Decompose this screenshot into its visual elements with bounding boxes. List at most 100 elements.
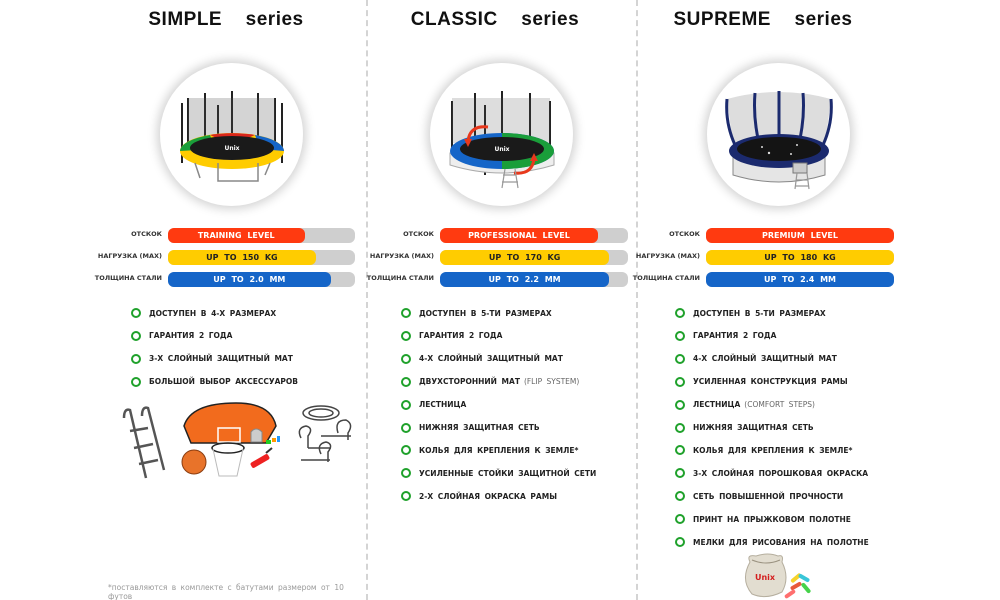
- check-circle-icon: [401, 491, 411, 502]
- feature-item: ДВУХСТОРОННИЙ МАТ(FLIP SYSTEM): [401, 375, 579, 389]
- feature-text: УСИЛЕННАЯ КОНСТРУКЦИЯ РАМЫ: [693, 377, 848, 387]
- check-circle-icon: [401, 468, 411, 479]
- series-suffix: series: [245, 9, 304, 30]
- steel-value: UP TO 2.0 MM: [213, 275, 286, 284]
- feature-text: ЛЕСТНИЦА: [693, 400, 741, 410]
- feature-item: НИЖНЯЯ ЗАЩИТНАЯ СЕТЬ: [675, 421, 814, 435]
- ball-icon: [181, 449, 207, 475]
- feature-item: ПРИНТ НА ПРЫЖКОВОМ ПОЛОТНЕ: [675, 512, 851, 526]
- check-circle-icon: [131, 353, 141, 364]
- chalk-bag-icon: Unix: [738, 548, 818, 600]
- column-divider-1: [366, 0, 368, 600]
- feature-item: ДОСТУПЕН В 4-Х РАЗМЕРАХ: [131, 306, 276, 320]
- spec-label-bounce: ОТСКОК: [131, 230, 162, 238]
- bounce-value: PREMIUM LEVEL: [762, 231, 838, 240]
- check-circle-icon: [401, 308, 411, 318]
- check-circle-icon: [131, 308, 141, 318]
- spec-label-load: НАГРУЗКА (MAX): [97, 252, 162, 260]
- check-circle-icon: [675, 514, 685, 525]
- ladder-icon: [122, 406, 166, 479]
- load-fill: [440, 250, 610, 265]
- spec-bounce: ОТСКОК PROFESSIONAL LEVEL: [403, 228, 628, 243]
- bounce-value: PROFESSIONAL LEVEL: [468, 231, 570, 240]
- feature-item: ГАРАНТИЯ 2 ГОДА: [131, 329, 232, 343]
- feature-text: СЕТЬ ПОВЫШЕННОЙ ПРОЧНОСТИ: [693, 491, 844, 501]
- spec-bounce: ОТСКОК PREMIUM LEVEL: [669, 228, 894, 243]
- steel-fill: [706, 272, 894, 287]
- feature-text: 2-Х СЛОЙНАЯ ОКРАСКА РАМЫ: [419, 491, 557, 501]
- series-title: SUPREME series: [628, 9, 898, 31]
- check-circle-icon: [401, 376, 411, 387]
- trampoline-classic-icon: Unix: [430, 63, 573, 206]
- steel-value: UP TO 2.4 MM: [763, 275, 837, 284]
- series-column-supreme: SUPREME series ОТСКОК PREMIUM LEVEL НА: [633, 0, 938, 600]
- check-circle-icon: [401, 330, 411, 341]
- feature-item: ГАРАНТИЯ 2 ГОДА: [401, 329, 502, 343]
- feature-note: (COMFORT STEPS): [744, 400, 815, 410]
- check-circle-icon: [675, 422, 685, 433]
- feature-item: 3-Х СЛОЙНЫЙ ЗАЩИТНЫЙ МАТ: [131, 352, 293, 366]
- spec-load: НАГРУЗКА (MAX) UP TO 170 KG: [370, 250, 628, 265]
- feature-text: ДОСТУПЕН В 5-ТИ РАЗМЕРАХ: [693, 308, 826, 318]
- feature-text: БОЛЬШОЙ ВЫБОР АКСЕССУАРОВ: [149, 377, 299, 387]
- bounce-fill: [440, 228, 598, 243]
- feature-text: ГАРАНТИЯ 2 ГОДА: [693, 331, 777, 341]
- check-circle-icon: [401, 422, 411, 433]
- feature-item: КОЛЬЯ ДЛЯ КРЕПЛЕНИЯ К ЗЕМЛЕ*: [401, 443, 578, 457]
- feature-item: УСИЛЕННАЯ КОНСТРУКЦИЯ РАМЫ: [675, 375, 848, 389]
- feature-text: 3-Х СЛОЙНЫЙ ЗАЩИТНЫЙ МАТ: [149, 354, 293, 364]
- series-suffix: series: [521, 9, 580, 30]
- check-circle-icon: [675, 445, 685, 456]
- check-circle-icon: [675, 376, 685, 387]
- check-circle-icon: [401, 353, 411, 364]
- load-fill: [168, 250, 316, 265]
- bounce-fill: [168, 228, 305, 243]
- load-value: UP TO 170 KG: [488, 253, 561, 262]
- bounce-fill: [706, 228, 894, 243]
- series-name: CLASSIC: [410, 9, 498, 30]
- feature-text: ДОСТУПЕН В 4-Х РАЗМЕРАХ: [149, 308, 277, 318]
- feature-item: 4-Х СЛОЙНЫЙ ЗАЩИТНЫЙ МАТ: [401, 352, 563, 366]
- feature-text: МЕЛКИ ДЛЯ РИСОВАНИЯ НА ПОЛОТНЕ: [693, 537, 869, 547]
- check-circle-icon: [675, 468, 685, 479]
- feature-text: 4-Х СЛОЙНЫЙ ЗАЩИТНЫЙ МАТ: [419, 354, 563, 364]
- feature-text: ДВУХСТОРОННИЙ МАТ: [419, 377, 520, 387]
- spec-steel: ТОЛЩИНА СТАЛИ UP TO 2.2 MM: [367, 272, 628, 287]
- spec-label-steel: ТОЛЩИНА СТАЛИ: [366, 274, 434, 282]
- spec-load: НАГРУЗКА (MAX) UP TO 150 KG: [98, 250, 355, 265]
- feature-text: ГАРАНТИЯ 2 ГОДА: [419, 331, 503, 341]
- series-name: SIMPLE: [148, 9, 223, 30]
- feature-text: НИЖНЯЯ ЗАЩИТНАЯ СЕТЬ: [693, 423, 814, 432]
- feature-text: КОЛЬЯ ДЛЯ КРЕПЛЕНИЯ К ЗЕМЛЕ*: [693, 445, 853, 455]
- check-circle-icon: [675, 330, 685, 341]
- feature-item: ДОСТУПЕН В 5-ТИ РАЗМЕРАХ: [401, 306, 552, 320]
- feature-text: ДОСТУПЕН В 5-ТИ РАЗМЕРАХ: [419, 308, 552, 318]
- feature-text: ЛЕСТНИЦА: [419, 400, 467, 410]
- check-circle-icon: [675, 399, 685, 410]
- spec-label-steel: ТОЛЩИНА СТАЛИ: [632, 274, 700, 282]
- spec-steel: ТОЛЩИНА СТАЛИ UP TO 2.4 MM: [633, 272, 894, 287]
- series-column-simple: SIMPLE series Unix ОТСКОК: [95, 0, 366, 600]
- check-circle-icon: [131, 376, 141, 387]
- series-column-classic: CLASSIC series Unix ОТСКОК: [367, 0, 636, 600]
- feature-text: 3-Х СЛОЙНАЯ ПОРОШКОВАЯ ОКРАСКА: [693, 468, 869, 478]
- spec-load: НАГРУЗКА (MAX) UP TO 180 KG: [636, 250, 894, 265]
- feature-item: НИЖНЯЯ ЗАЩИТНАЯ СЕТЬ: [401, 421, 540, 435]
- trampoline-simple-icon: Unix: [160, 63, 303, 206]
- feature-item: ЛЕСТНИЦА(COMFORT STEPS): [675, 398, 815, 412]
- spec-steel: ТОЛЩИНА СТАЛИ UP TO 2.0 MM: [95, 272, 355, 287]
- bounce-value: TRAINING LEVEL: [197, 231, 275, 240]
- feature-item: ДОСТУПЕН В 5-ТИ РАЗМЕРАХ: [675, 306, 826, 320]
- accessories-simple: [116, 398, 366, 488]
- feature-item: 3-Х СЛОЙНАЯ ПОРОШКОВАЯ ОКРАСКА: [675, 466, 868, 480]
- feature-text: ГАРАНТИЯ 2 ГОДА: [149, 331, 233, 341]
- feature-text: ПРИНТ НА ПРЫЖКОВОМ ПОЛОТНЕ: [693, 514, 851, 524]
- spec-label-bounce: ОТСКОК: [669, 230, 700, 238]
- svg-text:Unix: Unix: [224, 145, 239, 152]
- feature-item: 2-Х СЛОЙНАЯ ОКРАСКА РАМЫ: [401, 489, 557, 503]
- series-title: SIMPLE series: [93, 9, 359, 31]
- check-circle-icon: [675, 537, 685, 547]
- steel-fill: [440, 272, 610, 287]
- feature-text: КОЛЬЯ ДЛЯ КРЕПЛЕНИЯ К ЗЕМЛЕ*: [419, 445, 579, 455]
- svg-text:Unix: Unix: [494, 146, 509, 153]
